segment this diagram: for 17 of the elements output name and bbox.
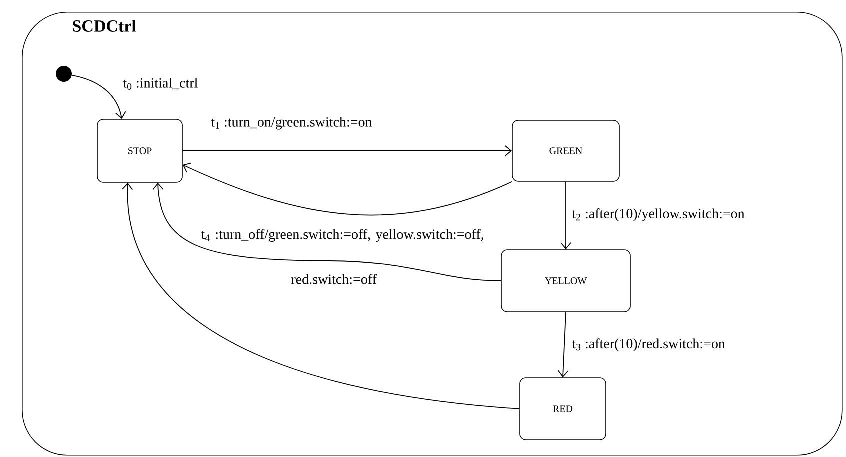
state-box: GREEN: [512, 120, 620, 182]
edge-label: t$_{1}$ :turn_on/green.switch:=on: [211, 117, 372, 130]
edge-label: t$_{3}$ :after(10)/red.switch:=on: [572, 338, 726, 352]
transition-arrow: [182, 162, 513, 216]
transition-arrow: [122, 182, 520, 410]
transition-arrow: [558, 312, 569, 378]
edge-label: t$_{4}$ :turn_off/green.switch:=off, yellow.switch:=off, red.switch:=off: [201, 229, 484, 284]
state-box: YELLOW: [501, 250, 631, 312]
state-box: RED: [520, 378, 606, 440]
edge-label: t$_{0}$ :initial_ctrl: [123, 78, 198, 90]
state-box: STOP: [97, 119, 183, 183]
transition-arrow: [152, 182, 502, 282]
transition-arrow: [560, 181, 572, 250]
edge-label: t$_{2}$ :after(10)/yellow.switch:=on: [572, 208, 745, 222]
initial-state-dot: [56, 66, 72, 82]
transition-arrow: [72, 74, 126, 120]
transition-arrow: [182, 146, 512, 156]
